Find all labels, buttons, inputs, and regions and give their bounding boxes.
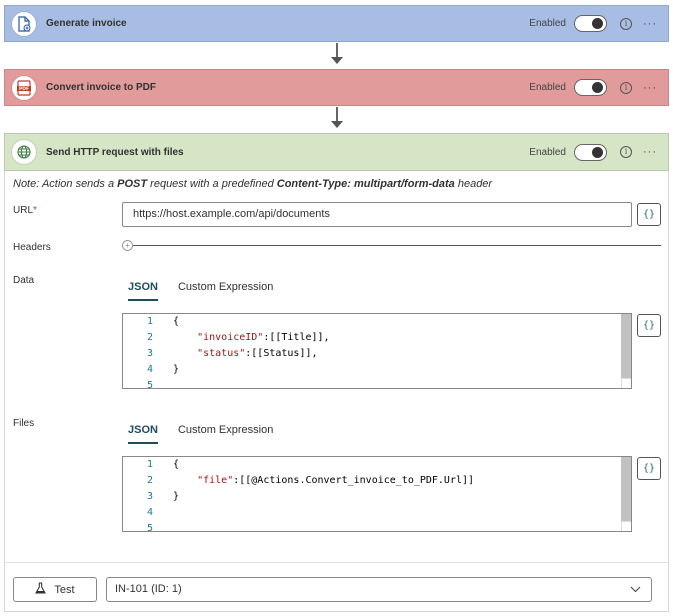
files-code-editor[interactable]: 1{ 2 "file":[[@Actions.Convert_invoice_t…: [122, 456, 632, 532]
test-label: Test: [54, 583, 75, 596]
action-title: Generate invoice: [46, 18, 127, 29]
more-options-icon[interactable]: ···: [643, 146, 657, 158]
footer-divider: [5, 562, 668, 563]
action-convert-to-pdf[interactable]: PDF Convert invoice to PDF Enabled i ···: [4, 69, 669, 106]
code-line: 3}: [146, 491, 180, 502]
post-note: Note: Action sends a POST request with a…: [13, 178, 493, 190]
info-icon[interactable]: i: [620, 17, 632, 30]
more-options-icon[interactable]: ···: [643, 17, 657, 30]
flask-icon: [35, 582, 47, 597]
code-line: 3 "status":[[Status]],: [146, 348, 318, 359]
more-options-icon[interactable]: ···: [643, 81, 657, 94]
url-label: URL*: [13, 205, 37, 216]
enabled-label: Enabled: [529, 18, 566, 29]
enabled-toggle[interactable]: [574, 79, 607, 96]
data-label: Data: [13, 275, 35, 286]
headers-add-icon[interactable]: +: [122, 240, 133, 251]
files-tabs: JSON Custom Expression: [128, 424, 293, 444]
document-add-icon: [12, 11, 36, 36]
headers-slider-track[interactable]: [125, 245, 661, 246]
editor-resize-corner[interactable]: [621, 378, 631, 388]
editor-scrollbar[interactable]: [621, 314, 631, 380]
test-button[interactable]: Test: [13, 577, 97, 602]
info-icon[interactable]: i: [620, 146, 632, 158]
files-label: Files: [13, 418, 35, 429]
code-line: 5: [146, 523, 153, 532]
action-send-http-request[interactable]: Send HTTP request with files Enabled i ·…: [4, 133, 669, 171]
globe-icon: [12, 140, 36, 164]
data-expression-button[interactable]: {}: [637, 314, 661, 337]
code-line: 4}: [146, 364, 180, 375]
tab-custom-expression[interactable]: Custom Expression: [177, 424, 274, 436]
headers-label: Headers: [13, 242, 51, 253]
chevron-down-icon: [630, 578, 641, 610]
connector-arrow: [330, 43, 344, 64]
http-request-settings-panel: Note: Action sends a POST request with a…: [4, 171, 669, 612]
action-title: Convert invoice to PDF: [46, 82, 157, 93]
editor-resize-corner[interactable]: [621, 521, 631, 531]
url-expression-button[interactable]: {}: [637, 203, 661, 226]
enabled-toggle[interactable]: [574, 143, 607, 161]
pdf-icon: PDF: [12, 75, 36, 100]
code-line: 2 "file":[[@Actions.Convert_invoice_to_P…: [146, 475, 475, 486]
tab-json[interactable]: JSON: [128, 281, 158, 301]
data-code-editor[interactable]: 1{ 2 "invoiceID":[[Title]], 3 "status":[…: [122, 313, 632, 389]
code-line: 5: [146, 380, 153, 389]
info-icon[interactable]: i: [620, 81, 632, 94]
test-item-select[interactable]: IN-101 (ID: 1): [106, 577, 652, 602]
connector-arrow: [330, 107, 344, 128]
code-line: 1{: [146, 459, 180, 470]
code-line: 1{: [146, 316, 180, 327]
svg-text:PDF: PDF: [19, 86, 29, 92]
url-input[interactable]: https://host.example.com/api/documents: [122, 202, 632, 227]
files-expression-button[interactable]: {}: [637, 457, 661, 480]
tab-json[interactable]: JSON: [128, 424, 158, 444]
selected-item: IN-101 (ID: 1): [115, 583, 182, 595]
action-title: Send HTTP request with files: [46, 146, 184, 158]
editor-scrollbar[interactable]: [621, 457, 631, 523]
data-tabs: JSON Custom Expression: [128, 281, 293, 301]
code-line: 4: [146, 507, 153, 518]
action-generate-invoice[interactable]: Generate invoice Enabled i ···: [4, 5, 669, 42]
enabled-label: Enabled: [529, 146, 566, 158]
code-line: 2 "invoiceID":[[Title]],: [146, 332, 330, 343]
enabled-toggle[interactable]: [574, 15, 607, 32]
enabled-label: Enabled: [529, 82, 566, 93]
tab-custom-expression[interactable]: Custom Expression: [177, 281, 274, 293]
